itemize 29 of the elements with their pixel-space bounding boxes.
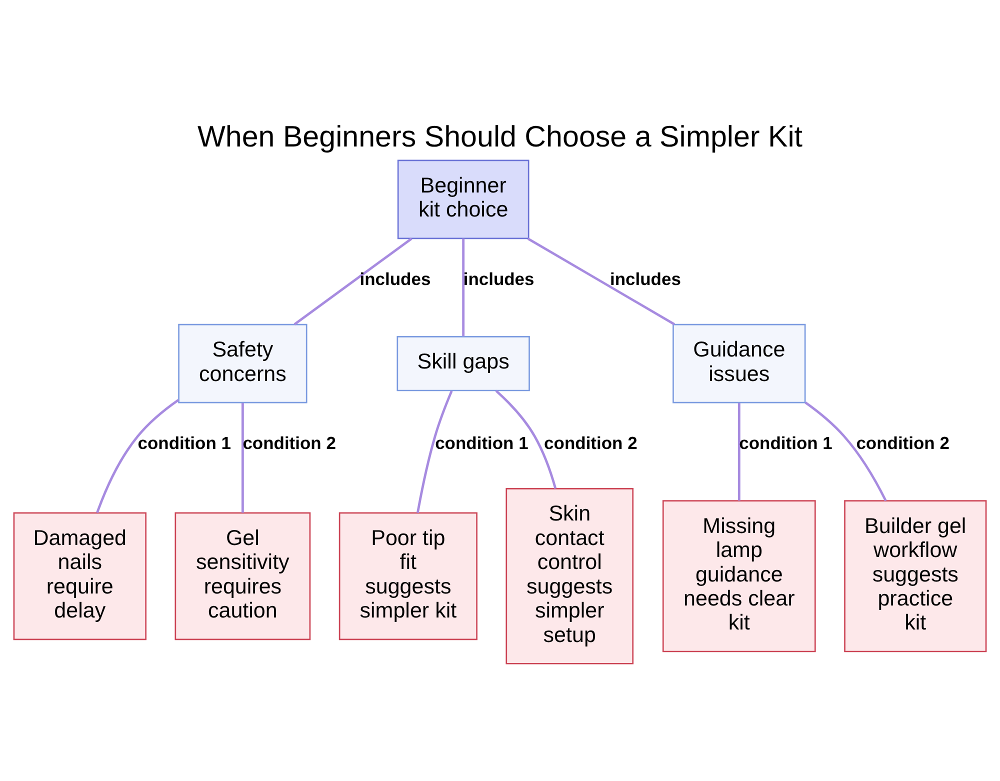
node-box: Builder gel workflow suggests practice kit: [844, 500, 987, 652]
connector: [804, 402, 887, 502]
connector: [495, 390, 557, 489]
connector: [96, 398, 180, 514]
node-box: Missing lamp guidance needs clear kit: [662, 500, 816, 652]
edge-label: condition 2: [242, 432, 336, 453]
edge-label: includes: [610, 268, 681, 289]
connector: [527, 238, 676, 326]
edge-label: includes: [360, 268, 431, 289]
edge-label: condition 2: [856, 432, 950, 453]
connector: [416, 390, 453, 514]
connector: [738, 402, 740, 501]
node-box: Damaged nails require delay: [13, 512, 146, 640]
connector: [294, 238, 412, 326]
node-box: Gel sensitivity requires caution: [174, 512, 311, 640]
edge-label: condition 1: [739, 432, 832, 453]
diagram-title: When Beginners Should Choose a Simpler Kit: [197, 120, 803, 154]
node-box: Poor tip fit suggests simpler kit: [338, 512, 478, 640]
edge-label: condition 1: [138, 432, 231, 453]
node-box: Skin contact control suggests simpler setup: [506, 488, 634, 664]
connector: [462, 238, 465, 336]
node-box: Skill gaps: [396, 336, 530, 392]
node-box: Beginner kit choice: [397, 160, 530, 240]
edge-label: condition 2: [544, 432, 638, 453]
node-box: Guidance issues: [672, 324, 806, 404]
edge-label: includes: [463, 268, 534, 289]
edge-label: condition 1: [435, 432, 528, 453]
node-box: Safety concerns: [178, 324, 308, 404]
connector: [241, 402, 244, 513]
